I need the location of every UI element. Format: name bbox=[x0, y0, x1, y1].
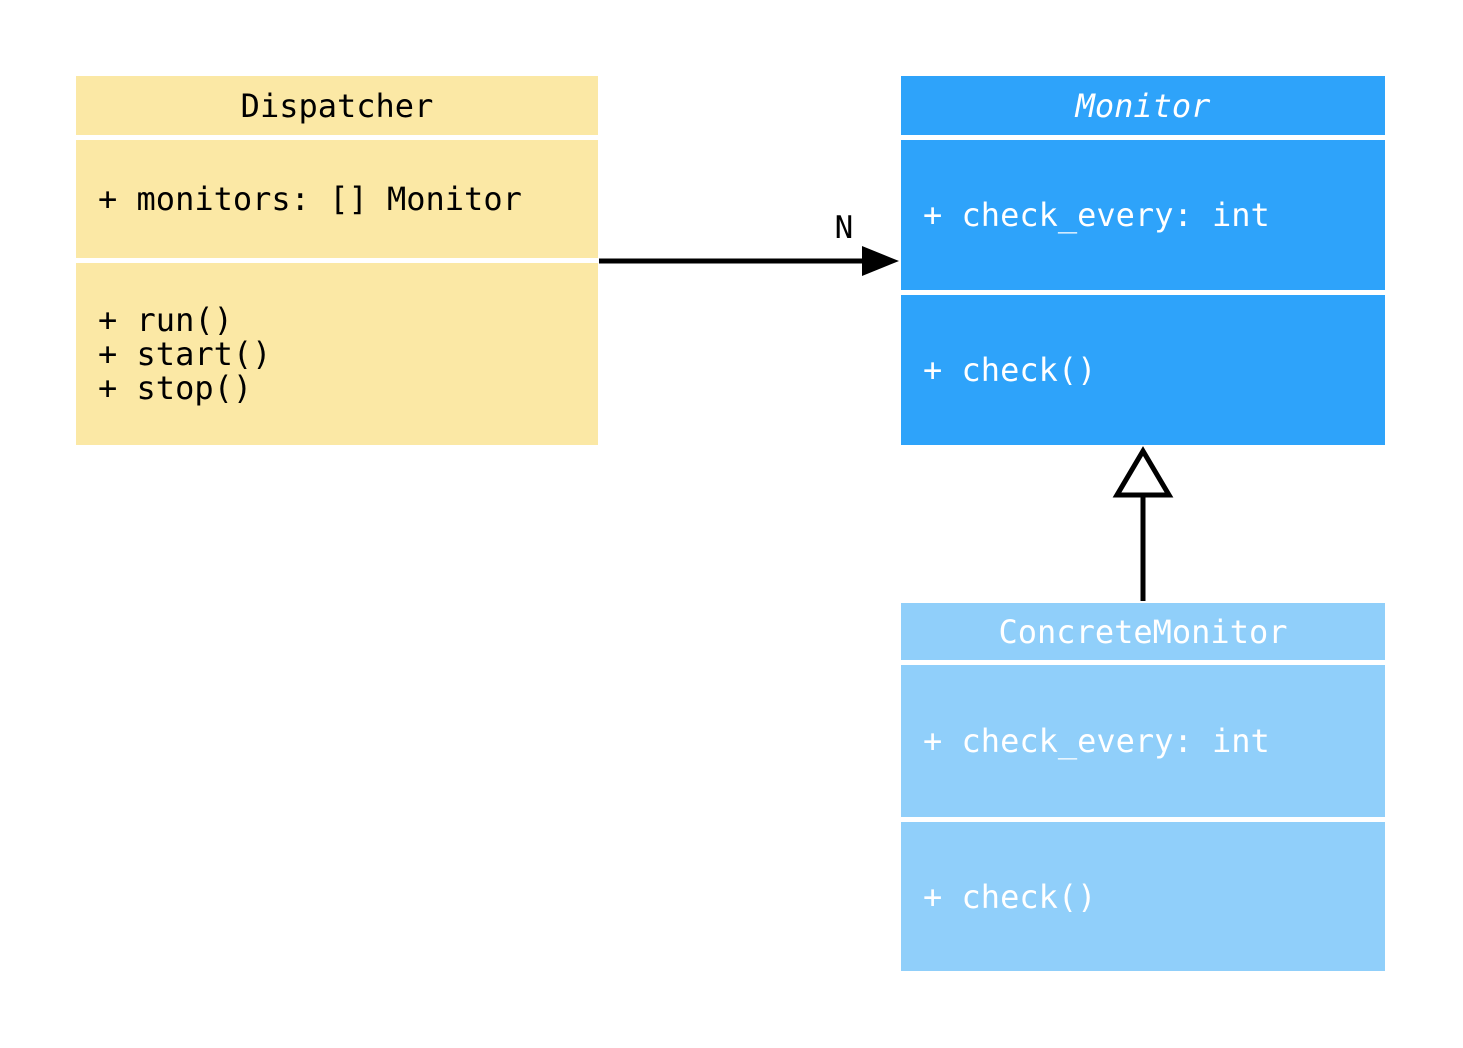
association-multiplicity-label: N bbox=[834, 210, 854, 246]
method-row: + check() bbox=[923, 877, 1097, 916]
class-dispatcher-methods-section: + run() + start() + stop() bbox=[76, 263, 598, 445]
attribute-row: + check_every: int bbox=[923, 722, 1270, 760]
class-concrete-monitor-title: ConcreteMonitor bbox=[901, 603, 1385, 660]
class-dispatcher-title: Dispatcher bbox=[76, 76, 598, 135]
class-concrete-monitor-attributes-section: + check_every: int bbox=[901, 665, 1385, 817]
class-concrete-monitor-methods-section: + check() bbox=[901, 822, 1385, 971]
class-concrete-monitor: ConcreteMonitor + check_every: int + che… bbox=[901, 603, 1385, 971]
association-filled-arrowhead-icon bbox=[862, 246, 899, 276]
class-monitor-title: Monitor bbox=[901, 76, 1385, 135]
method-row: + stop() bbox=[98, 369, 253, 407]
association-arrow-dispatcher-monitor bbox=[599, 246, 899, 276]
inheritance-arrow-concrete-monitor bbox=[1112, 446, 1174, 601]
class-monitor-attributes-section: + check_every: int bbox=[901, 140, 1385, 290]
method-row: + start() bbox=[98, 335, 272, 373]
class-name: Dispatcher bbox=[240, 86, 434, 125]
attribute-row: + check_every: int bbox=[923, 196, 1270, 234]
class-name: Monitor bbox=[1075, 86, 1211, 125]
class-monitor-methods-section: + check() bbox=[901, 295, 1385, 445]
class-name: ConcreteMonitor bbox=[998, 612, 1288, 651]
class-monitor: Monitor + check_every: int + check() bbox=[901, 76, 1385, 445]
method-row: + run() bbox=[98, 301, 233, 339]
class-dispatcher-attributes-section: + monitors: [] Monitor bbox=[76, 140, 598, 258]
inheritance-hollow-triangle-icon bbox=[1112, 446, 1174, 498]
method-row: + check() bbox=[923, 351, 1097, 389]
attribute-row: + monitors: [] Monitor bbox=[98, 180, 522, 218]
class-dispatcher: Dispatcher + monitors: [] Monitor + run(… bbox=[76, 76, 598, 445]
